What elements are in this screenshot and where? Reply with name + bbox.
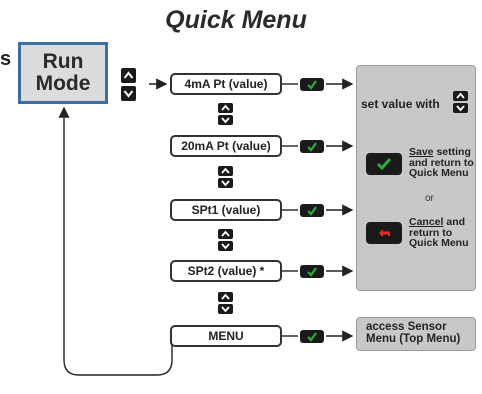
up-down-arrow-icon — [218, 292, 233, 319]
save-rest-2: and return to — [409, 156, 474, 169]
down-arrow-icon[interactable] — [121, 86, 136, 101]
or-text: or — [425, 193, 434, 204]
page-title: Quick Menu — [165, 6, 307, 34]
return-arrow-icon — [366, 222, 402, 244]
save-rest-1: setting — [433, 146, 471, 158]
access-sensor-menu-box: access Sensor Menu (Top Menu) — [356, 317, 476, 351]
checkmark-icon[interactable] — [300, 204, 324, 217]
checkmark-icon[interactable] — [300, 78, 324, 91]
up-down-arrow-icon — [453, 91, 468, 118]
checkmark-icon[interactable] — [300, 140, 324, 153]
menu-item-20ma-pt[interactable]: 20mA Pt (value) — [170, 135, 282, 157]
cancel-word: Cancel — [409, 216, 444, 228]
checkmark-icon — [366, 153, 402, 175]
left-edge-fragment: s — [0, 48, 12, 70]
run-mode-line2: Mode — [35, 72, 91, 95]
menu-item-menu[interactable]: MENU — [170, 325, 282, 347]
cancel-rest-1: and — [443, 216, 466, 228]
value-edit-panel — [356, 65, 476, 291]
cancel-rest-2: return to — [409, 226, 453, 239]
checkmark-icon[interactable] — [300, 265, 324, 278]
menu-item-4ma-pt[interactable]: 4mA Pt (value) — [170, 73, 282, 95]
cancel-rest-3: Quick Menu — [409, 237, 469, 249]
set-value-text: set value with — [361, 97, 440, 111]
save-rest-3: Quick Menu — [409, 167, 469, 179]
run-mode-box[interactable]: Run Mode — [18, 42, 108, 104]
up-down-arrow-icon — [218, 229, 233, 256]
up-arrow-icon[interactable] — [121, 68, 136, 83]
menu-item-spt1[interactable]: SPt1 (value) — [170, 199, 282, 221]
access-line2: Menu (Top Menu) — [366, 333, 461, 345]
cancel-instruction: Cancel and return to Quick Menu — [409, 217, 469, 249]
run-mode-line1: Run — [42, 50, 84, 73]
save-instruction: Save setting and return to Quick Menu — [409, 147, 474, 179]
checkmark-icon[interactable] — [300, 330, 324, 343]
up-down-arrow-icon — [218, 103, 233, 130]
access-line1: access Sensor — [366, 321, 447, 333]
save-word: Save — [409, 146, 434, 158]
up-down-arrow-icon — [218, 166, 233, 193]
menu-item-spt2[interactable]: SPt2 (value) * — [170, 260, 282, 282]
